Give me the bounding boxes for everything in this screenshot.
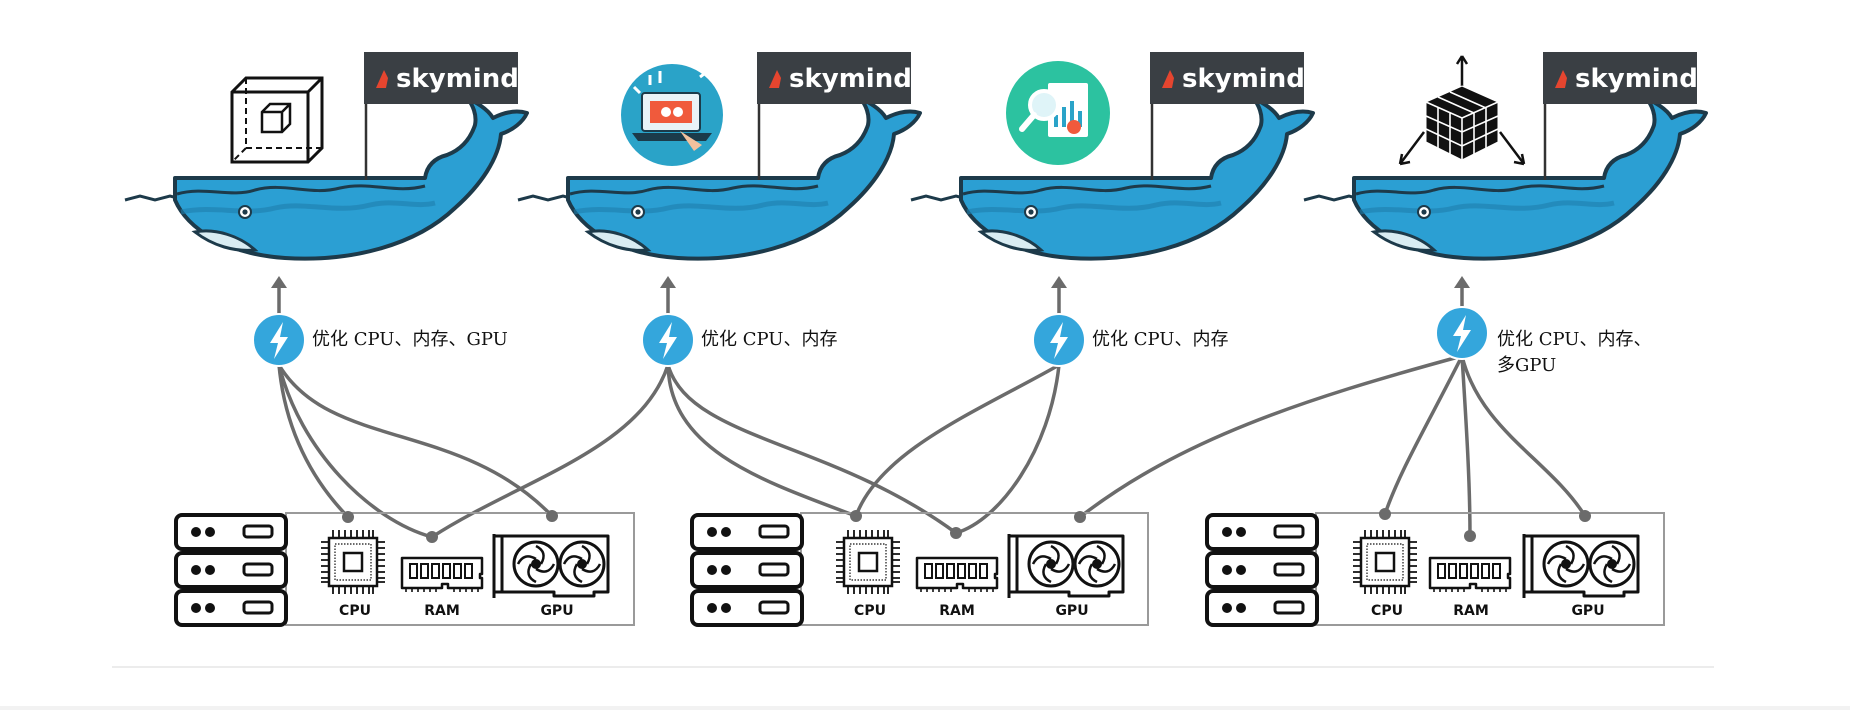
connector-line (666, 364, 958, 535)
cpu-icon (319, 528, 387, 596)
analyst-laptop-icon (619, 62, 725, 168)
ram-label: RAM (939, 603, 975, 619)
container-4: skymind (1304, 50, 1706, 259)
server-2: CPU RAM GPU (690, 512, 1149, 627)
lightning-icon (1435, 306, 1489, 360)
lightning-icon (641, 313, 695, 367)
brand-logo-text: skymind (1182, 64, 1305, 94)
server-1: CPU RAM GPU (174, 512, 635, 627)
optimizer-badge-1 (252, 313, 306, 367)
gpu-label: GPU (540, 603, 573, 619)
brand-flag: skymind (755, 50, 913, 182)
open-cube-icon (230, 76, 324, 164)
optimizer-label: 优化 CPU、内存、 (1497, 329, 1651, 350)
docker-whale-icon (125, 98, 527, 259)
gpu-icon (1007, 532, 1125, 600)
server-rack-icon (1205, 513, 1319, 627)
cpu-label: CPU (854, 603, 886, 619)
container-1: skymind (125, 50, 527, 259)
connector-arrowheads (271, 276, 1470, 288)
connector-line (431, 364, 670, 539)
ram-icon (1428, 556, 1512, 594)
server-rack-icon (174, 513, 288, 627)
ram-label: RAM (1453, 603, 1489, 619)
ram-icon (915, 556, 999, 594)
optimizer-label: 优化 CPU、内存 (1092, 329, 1228, 350)
connector-line (1383, 355, 1464, 515)
connector-line (1460, 355, 1472, 537)
gpu-icon (1522, 532, 1640, 600)
docker-whale-icon (1304, 98, 1706, 259)
optimizer-badge-3 (1032, 313, 1086, 367)
ram-label: RAM (424, 603, 460, 619)
brand-flag: skymind (362, 50, 520, 182)
lightning-icon (252, 313, 306, 367)
server-rack-icon (690, 513, 804, 627)
cube-arrows-icon (1398, 55, 1526, 166)
container-3: skymind (911, 50, 1313, 259)
connector-lines (277, 283, 1587, 539)
connector-line (277, 364, 433, 539)
cpu-label: CPU (339, 603, 371, 619)
connector-endpoints (342, 508, 1591, 543)
gpu-label: GPU (1571, 603, 1604, 619)
optimizer-badge-4 (1435, 306, 1489, 360)
optimizer-label: 优化 CPU、内存 (701, 329, 837, 350)
connector-line (277, 364, 554, 518)
gpu-label: GPU (1055, 603, 1088, 619)
optimizer-label-line2: 多GPU (1497, 355, 1556, 376)
docker-whale-icon (911, 98, 1313, 259)
connector-line (854, 363, 1060, 517)
brand-logo-text: skymind (396, 64, 519, 94)
connector-line (1078, 354, 1463, 519)
connector-line (277, 364, 350, 519)
ram-icon (400, 556, 484, 594)
brand-flag: skymind (1541, 50, 1699, 182)
cpu-label: CPU (1371, 603, 1403, 619)
footer-band (0, 706, 1850, 710)
brand-logo-text: skymind (1575, 64, 1698, 94)
lightning-icon (1032, 313, 1086, 367)
brand-flag: skymind (1148, 50, 1306, 182)
magnifier-report-icon (1006, 61, 1110, 165)
connector-line (666, 364, 857, 518)
brand-logo-text: skymind (789, 64, 912, 94)
container-2: skymind (518, 50, 920, 259)
cpu-icon (834, 528, 902, 596)
optimizer-label: 优化 CPU、内存、GPU (312, 329, 508, 350)
cpu-icon (1351, 528, 1419, 596)
optimizer-badge-2 (641, 313, 695, 367)
connector-line (1460, 355, 1587, 517)
connector-line (955, 364, 1061, 535)
gpu-icon (492, 532, 610, 600)
server-3: CPU RAM GPU (1205, 512, 1665, 627)
